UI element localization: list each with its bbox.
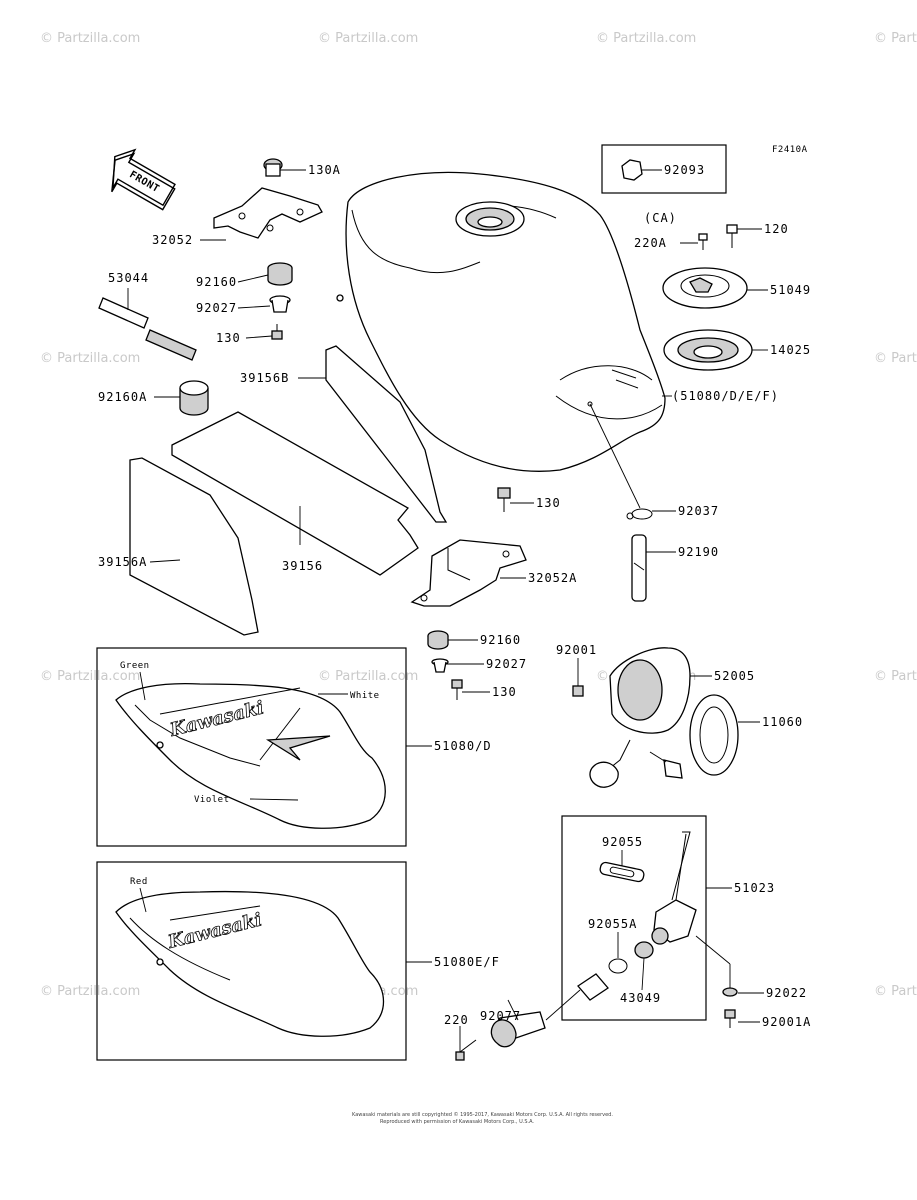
decal-box-d [96,647,407,847]
watermark: © Partzilla.com [318,669,418,684]
callout-92027-mid: 92027 [486,657,527,671]
lever-92077 [490,973,609,1048]
footer-permission: Reproduced with permission of Kawasaki M… [380,1119,534,1125]
washer-92022 [722,987,738,997]
callout-51080d: 51080/D [434,739,492,753]
gasket-14025 [663,329,753,371]
clip-92037 [626,508,653,520]
o-ring-92055a [608,958,628,974]
callout-52005: 52005 [714,669,755,683]
callout-11060: 11060 [762,715,803,729]
watermark: © Partzilla.com [596,31,696,46]
cap-51049 [662,267,748,309]
watermark: © Partzilla.com [40,351,140,366]
watermark: © Partzilla.com [40,984,140,999]
color-violet: Violet [194,795,230,805]
fuel-tank [336,171,666,472]
bolt-130-low [451,679,463,700]
screw-220 [455,1039,477,1061]
bracket-32052 [213,158,323,239]
strap-53044 [98,297,197,361]
callout-51080-def: (51080/D/E/F) [672,389,779,403]
callout-130a: 130A [308,163,341,177]
collar-92027 [269,295,291,313]
grommet-92160 [267,262,293,286]
bolt-130-top [271,324,283,340]
callout-labels: 130A 32052 53044 92160 92027 130 92160A … [98,163,811,1029]
decal-box-ef [96,861,407,1061]
callout-39156b: 39156B [240,371,289,385]
callout-51080ef: 51080E/F [434,955,500,969]
pad-39156b [325,345,448,523]
callout-32052a: 32052A [528,571,577,585]
callout-92027: 92027 [196,301,237,315]
leader-lines [127,169,768,1052]
callout-92055a: 92055A [588,917,637,931]
screw-92001a [724,1009,736,1028]
ca-box [601,144,727,194]
footer-copyright: Kawasaki materials are still copyrighted… [352,1111,613,1118]
figure-code: F2410A [772,145,808,155]
callout-32052: 32052 [152,233,193,247]
fuel-pump-52005 [572,647,691,788]
screw-220a [698,233,708,250]
callout-130-low: 130 [492,685,517,699]
callout-130: 130 [216,331,241,345]
callout-92022: 92022 [766,986,807,1000]
callout-92160a: 92160A [98,390,147,404]
callout-43049: 43049 [620,991,661,1005]
callout-92055: 92055 [602,835,643,849]
gasket-92055 [599,861,645,883]
watermark: © Partzilla.com [318,31,418,46]
color-green: Green [120,661,150,671]
front-arrow-icon: FRONT [111,148,176,211]
callout-92001a: 92001A [762,1015,811,1029]
decal-51080ef: Kawasaki [115,890,384,1037]
callout-14025: 14025 [770,343,811,357]
hose-92190 [631,534,647,602]
callout-120: 120 [764,222,789,236]
callout-39156: 39156 [282,559,323,573]
pad-39156 [171,411,419,576]
collar-92027-mid [431,658,449,673]
callout-51049: 51049 [770,283,811,297]
callout-92077: 92077 [480,1009,521,1023]
screw-120 [726,224,738,248]
fuel-cock-51023 [651,831,697,945]
watermark: © Partzilla.com [874,31,917,46]
callout-220: 220 [444,1013,469,1027]
watermark: © Partzilla.com [874,669,917,684]
callout-53044: 53044 [108,271,149,285]
callout-ca: (CA) [644,211,677,225]
damper-92160a [179,380,209,416]
nut-92093 [621,159,643,181]
callout-92037: 92037 [678,504,719,518]
callout-39156a: 39156A [98,555,147,569]
watermark: © Partzilla.com [874,984,917,999]
gasket-11060 [689,694,739,776]
fuel-cock-box [561,815,707,1021]
color-white: White [350,691,380,701]
callout-92190: 92190 [678,545,719,559]
callout-130-mid: 130 [536,496,561,510]
callout-51023: 51023 [734,881,775,895]
watermark: © Partzilla.com [40,669,140,684]
decal-51080d: Kawasaki [115,682,386,829]
callout-220a: 220A [634,236,667,250]
watermark: © Partzilla.com [40,31,140,46]
pad-39156a [129,457,259,636]
callout-92160: 92160 [196,275,237,289]
grommet-92160-mid [427,630,449,650]
callout-92093: 92093 [664,163,705,177]
bracket-32052a [410,487,527,607]
filter-43049 [634,941,654,959]
callout-92160-mid: 92160 [480,633,521,647]
watermark: © Partzilla.com [874,351,917,366]
callout-92001: 92001 [556,643,597,657]
color-red: Red [130,877,148,887]
